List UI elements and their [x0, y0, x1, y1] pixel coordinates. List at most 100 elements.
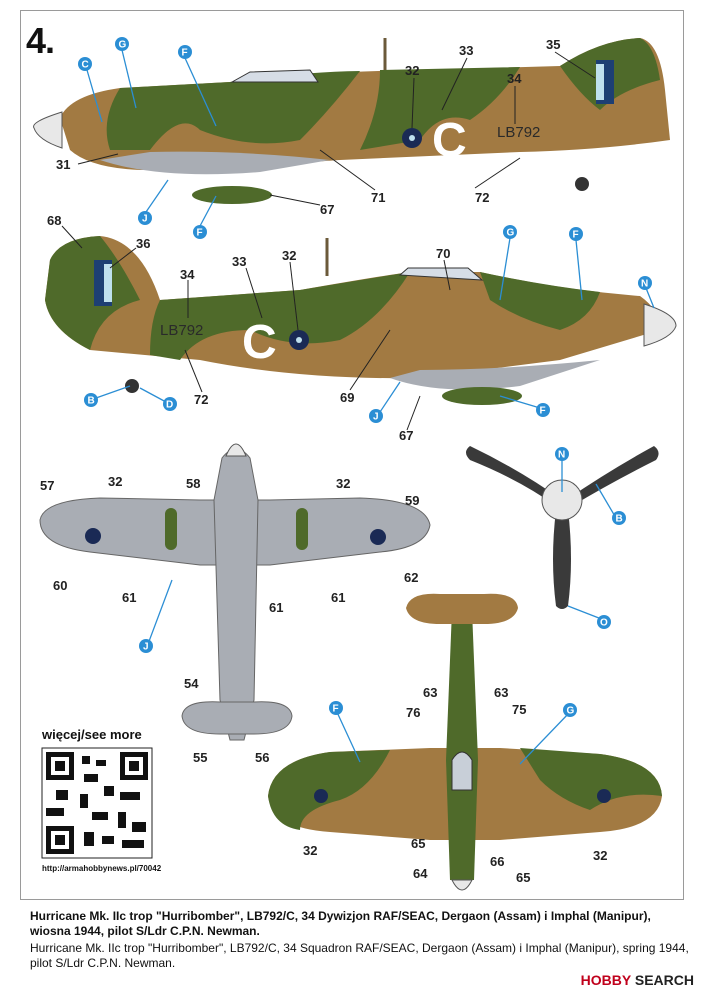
upper-tailplane	[406, 593, 518, 624]
callout-number: 69	[340, 390, 354, 405]
callout-number: 70	[436, 246, 450, 261]
badge-letter: F	[540, 406, 546, 417]
badge-letter: F	[197, 228, 203, 239]
tailwheel-left	[125, 379, 139, 393]
watermark: HOBBY SEARCH	[581, 972, 694, 988]
callout-number: 66	[490, 854, 504, 869]
badge-letter: G	[119, 40, 127, 51]
upper-wing-camo	[268, 750, 390, 830]
right-side-profile: C LB792	[33, 38, 670, 204]
underside-tailplane	[181, 701, 293, 735]
callout-number: 32	[303, 843, 317, 858]
fin-flash-left-light	[104, 264, 112, 302]
camo-green-right	[106, 71, 361, 150]
callout-number: 31	[56, 157, 70, 172]
prop-blade-3	[553, 510, 571, 609]
badge-letter: G	[507, 228, 515, 239]
roundel-left-center	[296, 337, 302, 343]
callout-number: 61	[331, 590, 345, 605]
callout-number: 60	[53, 578, 67, 593]
badge-letter: F	[573, 230, 579, 241]
badge-letter: C	[82, 60, 89, 71]
callout-number: 67	[320, 202, 334, 217]
callout-number: 57	[40, 478, 54, 493]
badge-letter: F	[182, 48, 188, 59]
spinner-right	[33, 111, 63, 149]
qr-url[interactable]: http://armahobbynews.pl/70042	[42, 864, 162, 873]
upper-fuselage	[446, 600, 478, 880]
badge-letter: N	[558, 450, 565, 461]
callout-number: 75	[512, 702, 526, 717]
watermark-rest: SEARCH	[634, 972, 694, 988]
callout-number: 34	[180, 267, 195, 282]
callout-number: 33	[459, 43, 473, 58]
underside-roundel-left	[85, 528, 101, 544]
upper-roundel-right	[597, 789, 611, 803]
badge-letter: J	[143, 642, 149, 653]
underside-right	[100, 151, 330, 175]
letter-badges: G F C J F G F N B D J F N B O J F G	[78, 37, 652, 717]
callout-number: 61	[122, 590, 136, 605]
callout-number: 56	[255, 750, 269, 765]
callout-number: 32	[336, 476, 350, 491]
callout-number: 62	[404, 570, 418, 585]
callout-number: 55	[193, 750, 207, 765]
callout-number: 76	[406, 705, 420, 720]
callout-number: 67	[399, 428, 413, 443]
callout-number: 59	[405, 493, 419, 508]
callout-number: 35	[546, 37, 560, 52]
camo-green-left-3	[480, 272, 600, 330]
callout-number: 34	[507, 71, 522, 86]
underside-plan	[39, 443, 431, 741]
leader-lines	[61, 51, 596, 431]
callout-number: 64	[413, 866, 428, 881]
bomb-underside-left	[165, 508, 177, 550]
upper-canopy	[451, 751, 473, 791]
sheet-border	[20, 10, 684, 900]
callout-number: 71	[371, 190, 385, 205]
bomb-left	[442, 387, 522, 405]
badge-letter: N	[641, 279, 648, 290]
tailwheel-right	[575, 177, 589, 191]
callout-number: 72	[194, 392, 208, 407]
callout-lines-blue	[86, 49, 655, 765]
camo-green-left	[45, 236, 140, 350]
underside-left	[390, 360, 600, 390]
qr-code	[41, 747, 153, 859]
callout-number: 61	[269, 600, 283, 615]
number-callouts: 33 35 32 34 31 71 67 72 68 36 34 33 32 7…	[40, 37, 607, 885]
badge-letter: B	[616, 514, 623, 525]
roundel-right-center	[409, 135, 415, 141]
callout-number: 63	[494, 685, 508, 700]
left-side-profile: C LB792	[45, 236, 677, 405]
canopy-right	[230, 69, 319, 83]
spinner-left	[643, 303, 677, 347]
underside-roundel-right	[370, 529, 386, 545]
upper-wing-camo-2	[520, 748, 662, 810]
bomb-underside-right	[296, 508, 308, 550]
callout-number: 58	[186, 476, 200, 491]
code-letter-left: C	[242, 316, 277, 369]
callout-number: 63	[423, 685, 437, 700]
callout-number: 32	[405, 63, 419, 78]
callout-number: 54	[184, 676, 199, 691]
caption-english: Hurricane Mk. IIc trop "Hurribomber", LB…	[30, 941, 689, 970]
badge-letter: O	[600, 618, 608, 629]
code-letter-right: C	[432, 114, 467, 167]
plate-number: 4.	[26, 20, 55, 61]
upper-plan	[268, 593, 662, 891]
underside-fuselage	[213, 448, 259, 741]
prop-blade-1	[466, 446, 562, 506]
callout-number: 32	[593, 848, 607, 863]
callout-number: 36	[136, 236, 150, 251]
caption-polish: Hurricane Mk. IIc trop "Hurribomber", LB…	[30, 909, 651, 938]
canopy-left	[398, 267, 484, 281]
callout-number: 32	[108, 474, 122, 489]
camo-green-left-2	[150, 272, 410, 360]
upper-roundel-left	[314, 789, 328, 803]
callout-number: 68	[47, 213, 61, 228]
badge-letter: J	[373, 412, 379, 423]
upper-spinner	[451, 879, 473, 891]
